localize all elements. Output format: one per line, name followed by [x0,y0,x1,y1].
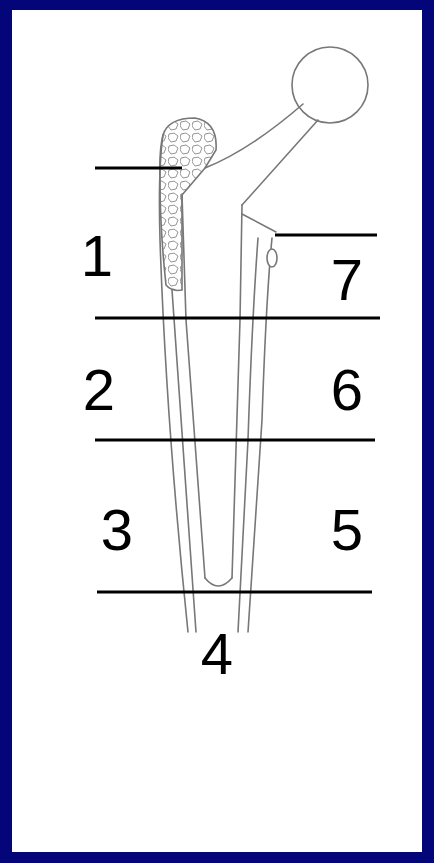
zone-number: 7 [331,251,363,309]
zone-line [275,234,377,237]
medial-cortex-inner [238,238,258,632]
zone-number: 2 [83,361,115,419]
stem-neck [205,104,303,168]
zone-line [97,591,372,594]
lateral-cortex [159,135,188,632]
zone-number: 6 [331,361,363,419]
lesser-trochanter [267,249,277,267]
white-panel [12,10,422,852]
zone-number: 4 [201,625,233,683]
medial-cortex [248,238,272,632]
stem-neck [242,120,318,205]
zone-number: 1 [81,227,113,285]
zone-line [95,167,182,170]
lateral-cortex-inner [172,290,196,632]
femoral-head [292,47,368,123]
greater-trochanter [160,118,216,290]
zone-number: 3 [101,501,133,559]
stem-tip [205,578,232,586]
zone-number: 5 [331,501,363,559]
stem-medial-edge [232,205,242,578]
calcar-cut [242,214,276,232]
stem-lateral-edge [182,195,205,578]
zone-line [95,317,380,320]
zone-line [95,439,375,442]
